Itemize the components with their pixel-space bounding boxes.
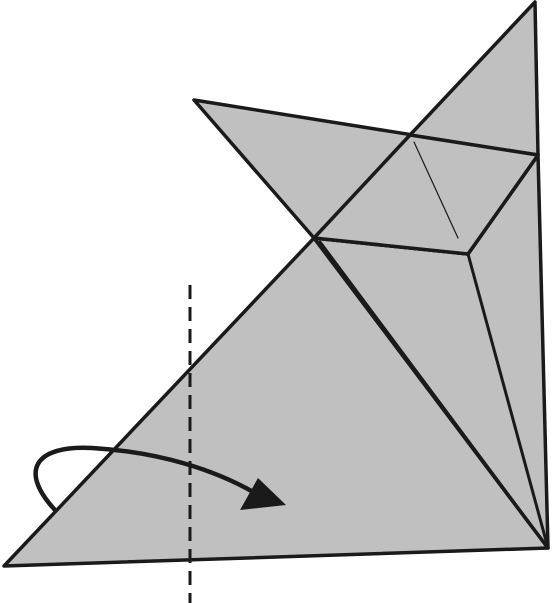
crease-line-inner-left: [318, 240, 550, 550]
top-spike-flap: [408, 0, 540, 157]
crease-line-inner-mid: [466, 252, 550, 550]
curved-arrow-icon: [33, 445, 286, 513]
small-square-flap: [312, 133, 540, 256]
crease-line-thin: [413, 141, 459, 239]
